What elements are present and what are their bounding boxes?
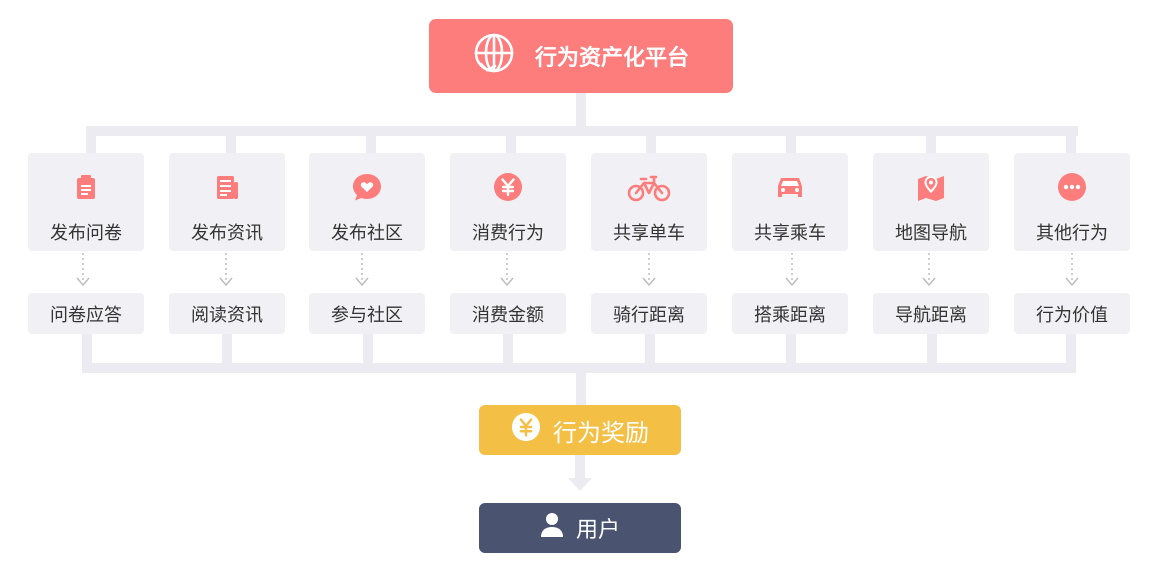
- map-pin-icon: [873, 171, 989, 203]
- yuan-coin-icon: [450, 171, 566, 203]
- user-label: 用户: [575, 518, 620, 543]
- yuan-coin-icon: [511, 412, 541, 448]
- result-box: 导航距离: [873, 293, 989, 334]
- reward-box: 行为奖励: [479, 405, 681, 455]
- behavior-label: 发布问卷: [50, 223, 122, 244]
- platform-title: 行为资产化平台: [534, 46, 689, 71]
- behavior-label: 共享乘车: [754, 223, 826, 244]
- more-dots-icon: [1014, 171, 1130, 203]
- behavior-card-community: 发布社区: [309, 153, 425, 251]
- behavior-card-bike: 共享单车: [591, 153, 707, 251]
- behavior-label: 地图导航: [895, 223, 967, 244]
- behavior-card-other: 其他行为: [1014, 153, 1130, 251]
- behavior-label: 其他行为: [1036, 223, 1108, 244]
- platform-box: 行为资产化平台: [429, 19, 733, 93]
- user-box: 用户: [479, 503, 681, 553]
- behavior-card-news: 发布资讯: [169, 153, 285, 251]
- behavior-card-consumption: 消费行为: [450, 153, 566, 251]
- bicycle-icon: [591, 171, 707, 203]
- globe-icon: [473, 32, 515, 80]
- behavior-label: 发布社区: [331, 223, 403, 244]
- chat-heart-icon: [309, 171, 425, 203]
- user-icon: [540, 512, 564, 544]
- behavior-label: 消费行为: [472, 223, 544, 244]
- behavior-card-ride: 共享乘车: [732, 153, 848, 251]
- clipboard-icon: [28, 171, 144, 203]
- result-box: 搭乘距离: [732, 293, 848, 334]
- result-box: 阅读资讯: [169, 293, 285, 334]
- behavior-label: 发布资讯: [191, 223, 263, 244]
- result-box: 参与社区: [309, 293, 425, 334]
- result-box: 问卷应答: [28, 293, 144, 334]
- result-box: 行为价值: [1014, 293, 1130, 334]
- newspaper-icon: [169, 171, 285, 203]
- reward-label: 行为奖励: [553, 418, 649, 447]
- behavior-card-navigation: 地图导航: [873, 153, 989, 251]
- behavior-label: 共享单车: [613, 223, 685, 244]
- behavior-card-survey: 发布问卷: [28, 153, 144, 251]
- result-box: 骑行距离: [591, 293, 707, 334]
- result-box: 消费金额: [450, 293, 566, 334]
- car-icon: [732, 171, 848, 203]
